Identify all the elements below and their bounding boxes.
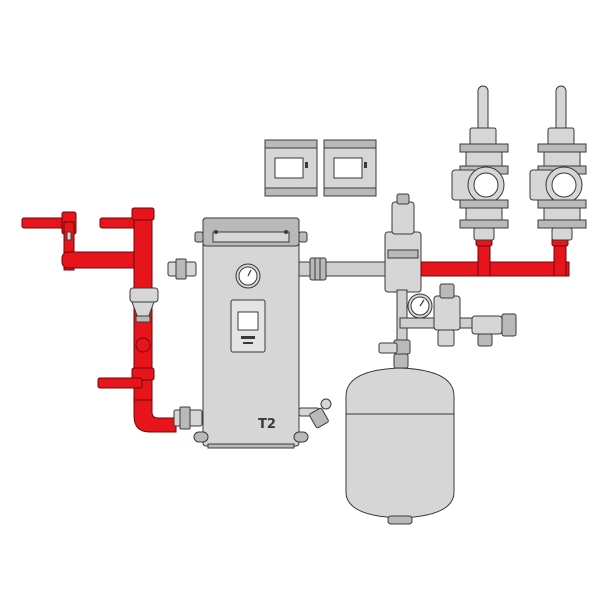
riser-mid-fitting <box>131 367 155 381</box>
boiler-lid-panel <box>212 231 290 243</box>
outlet-union <box>309 257 327 281</box>
pressure-reducer <box>471 315 503 335</box>
lower-branch-pipe <box>97 377 143 389</box>
left-supply-piping <box>21 207 177 433</box>
circulation-pump-2 <box>529 85 587 241</box>
pump2-valve-handle <box>555 85 567 133</box>
vessel-body <box>345 367 455 519</box>
control-module-2 <box>323 139 377 197</box>
right-supply-piping <box>420 237 570 277</box>
boiler-inlet-fittings <box>167 258 203 430</box>
pump1-valve-handle <box>477 85 489 133</box>
valve-stem-1 <box>66 231 72 241</box>
drain-valve <box>298 398 332 429</box>
top-branch-drop-pipe <box>63 221 75 271</box>
safety-valve <box>433 295 461 331</box>
vessel-connector <box>393 353 409 369</box>
air-separator <box>384 193 422 293</box>
electric-boiler: T2 <box>193 217 309 449</box>
expansion-vessel <box>345 353 455 525</box>
top-branch-return-elbow <box>61 251 143 269</box>
outlet-piping <box>298 257 392 281</box>
air-vent-cap <box>396 193 410 205</box>
y-strainer <box>129 287 159 323</box>
boiler-foot-right <box>293 431 309 443</box>
boiler-foot-left <box>193 431 209 443</box>
circulation-pump-1 <box>451 85 509 241</box>
separator-body <box>384 231 422 293</box>
boiler-logo: T2 <box>258 417 276 432</box>
riser-valve-handle <box>135 337 151 353</box>
right-header-pipe <box>420 261 570 277</box>
air-vent <box>391 201 415 235</box>
control-module-1 <box>264 139 318 197</box>
boiler-display <box>237 311 259 331</box>
bottom-elbow-pipe <box>133 399 177 433</box>
safety-group <box>378 283 517 355</box>
riser-top-fitting <box>131 207 155 221</box>
vessel-base <box>387 515 413 525</box>
boiler-base <box>207 443 295 449</box>
